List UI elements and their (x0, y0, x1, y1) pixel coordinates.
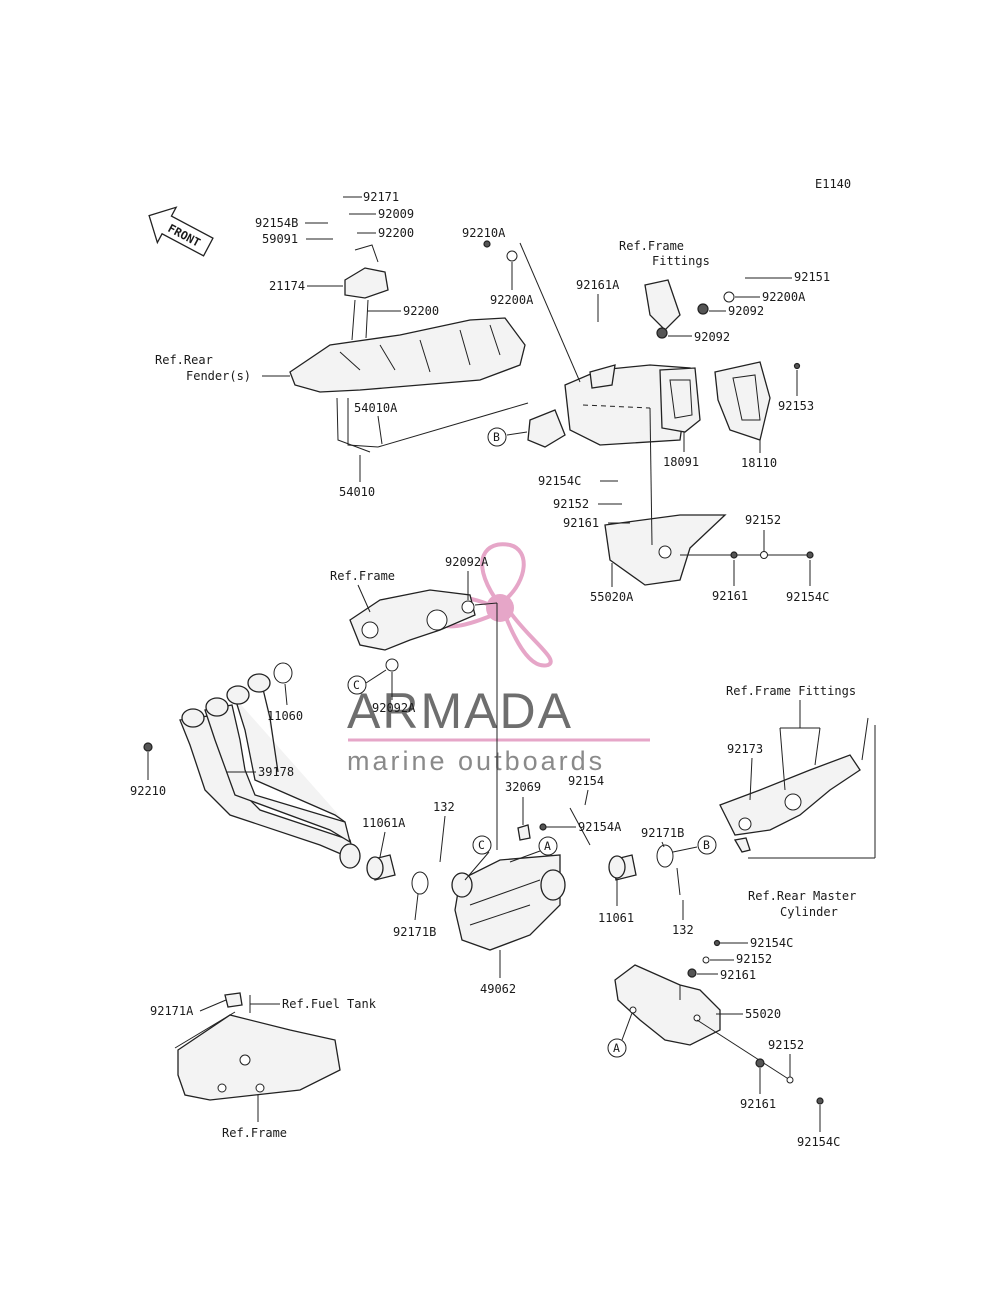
front-arrow-icon: FRONT (148, 206, 214, 257)
label-21174: 21174 (269, 279, 305, 293)
circle-ref-c-center: C (478, 838, 485, 852)
label-92152-a: 92152 (553, 497, 589, 511)
label-92161-b: 92161 (712, 589, 748, 603)
label-ref-rear-fender-1: Ref.Rear (155, 353, 213, 367)
silencer-assembly (366, 824, 674, 951)
label-92210A: 92210A (462, 226, 506, 240)
fuel-tank-bracket (174, 992, 341, 1101)
label-92200-mid: 92200 (403, 304, 439, 318)
label-32069: 32069 (505, 780, 541, 794)
label-18091: 18091 (663, 455, 699, 469)
label-ref-fuel-tank: Ref.Fuel Tank (282, 997, 377, 1011)
label-132-l: 132 (433, 800, 455, 814)
label-ref-rear-fender-2: Fender(s) (186, 369, 251, 383)
muffler-assembly (527, 279, 771, 586)
label-ref-rear-master-2: Cylinder (780, 905, 838, 919)
heat-guard-55020 (614, 964, 721, 1046)
label-59091: 59091 (262, 232, 298, 246)
watermark-tagline: marine outboards (347, 746, 605, 776)
label-92154C-b: 92154C (786, 590, 829, 604)
label-92154C-d: 92154C (797, 1135, 840, 1149)
label-92152-c: 92152 (736, 952, 772, 966)
label-92161-c: 92161 (720, 968, 756, 982)
label-92154C-c: 92154C (750, 936, 793, 950)
circle-ref-c-mid: C (353, 678, 360, 692)
label-92152-b: 92152 (745, 513, 781, 527)
label-132-r: 132 (672, 923, 694, 937)
label-92200A-r: 92200A (762, 290, 806, 304)
label-92009: 92009 (378, 207, 414, 221)
label-92151: 92151 (794, 270, 830, 284)
label-18110: 18110 (741, 456, 777, 470)
label-92154C-a: 92154C (538, 474, 581, 488)
label-92152-d: 92152 (768, 1038, 804, 1052)
label-ref-frame-fittings-r: Ref.Frame Fittings (726, 684, 856, 698)
label-92161-d: 92161 (740, 1097, 776, 1111)
label-ref-frame-bottom: Ref.Frame (222, 1126, 287, 1140)
label-92171B-l: 92171B (393, 925, 436, 939)
label-55020A: 55020A (590, 590, 634, 604)
label-54010A: 54010A (354, 401, 398, 415)
label-92153: 92153 (778, 399, 814, 413)
label-92200A-l: 92200A (490, 293, 534, 307)
label-11060: 11060 (267, 709, 303, 723)
label-49062: 49062 (480, 982, 516, 996)
armada-watermark: ARMADA marine outboards (347, 542, 650, 776)
exhaust-header-pipes (179, 662, 361, 869)
label-11061A: 11061A (362, 816, 406, 830)
propeller-hub-icon (486, 594, 514, 622)
label-92092-a: 92092 (728, 304, 764, 318)
label-92154A: 92154A (578, 820, 622, 834)
label-ref-frame-fittings-2: Fittings (652, 254, 710, 268)
circle-ref-a-bottom: A (613, 1041, 620, 1055)
label-92171: 92171 (363, 190, 399, 204)
label-92092A-b: 92092A (372, 701, 416, 715)
label-92200-top: 92200 (378, 226, 414, 240)
label-54010: 54010 (339, 485, 375, 499)
label-ref-frame-mid: Ref.Frame (330, 569, 395, 583)
label-92171A: 92171A (150, 1004, 194, 1018)
label-55020: 55020 (745, 1007, 781, 1021)
watermark-brand: ARMADA (347, 683, 573, 739)
circle-ref-a-center: A (544, 839, 551, 853)
frame-fittings-right (719, 717, 869, 853)
label-ref-rear-master-1: Ref.Rear Master (748, 889, 856, 903)
label-ref-frame-fittings-1: Ref.Frame (619, 239, 684, 253)
label-92171B-r: 92171B (641, 826, 684, 840)
label-92154B: 92154B (255, 216, 298, 230)
diagram-code: E1140 (815, 177, 851, 191)
label-39178: 39178 (258, 765, 294, 779)
middle-frame-assembly (349, 589, 476, 672)
circle-ref-b-mid: B (703, 838, 710, 852)
label-92210: 92210 (130, 784, 166, 798)
rear-fender-assembly (289, 244, 526, 453)
circle-ref-b-top: B (493, 430, 500, 444)
label-11061: 11061 (598, 911, 634, 925)
label-92092-b: 92092 (694, 330, 730, 344)
label-92161-a: 92161 (563, 516, 599, 530)
label-92154: 92154 (568, 774, 604, 788)
label-92092A-a: 92092A (445, 555, 489, 569)
label-92173: 92173 (727, 742, 763, 756)
label-92161A: 92161A (576, 278, 620, 292)
